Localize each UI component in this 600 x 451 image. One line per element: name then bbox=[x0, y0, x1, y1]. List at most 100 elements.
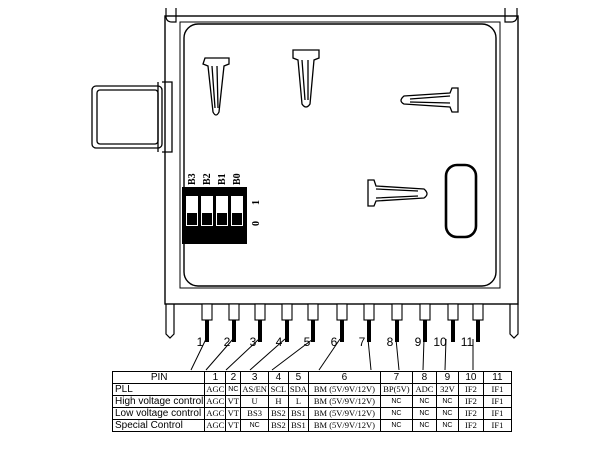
table-cell: BP(5V) bbox=[379, 383, 413, 396]
pin-leader-line bbox=[249, 338, 286, 371]
dip-switch bbox=[182, 187, 247, 244]
pin-3 bbox=[254, 303, 266, 342]
pin-leader-line bbox=[422, 338, 425, 371]
pin-row bbox=[201, 303, 484, 342]
pin-6 bbox=[336, 303, 348, 342]
table-cell: IF1 bbox=[482, 407, 512, 420]
row-label: PLL bbox=[111, 383, 206, 396]
pin-leader-line bbox=[205, 338, 234, 371]
tuner-housing bbox=[164, 15, 519, 305]
table-cell: 32V bbox=[435, 383, 459, 396]
table-cell: 5 bbox=[287, 371, 309, 384]
table-cell: AGC bbox=[204, 383, 227, 396]
table-cell: NC bbox=[435, 395, 459, 408]
dip-label-b2: B2 bbox=[202, 173, 213, 185]
pin-2 bbox=[228, 303, 240, 342]
table-cell: NC bbox=[435, 419, 459, 432]
dip-label-b1: B1 bbox=[217, 173, 228, 185]
table-cell: 4 bbox=[267, 371, 289, 384]
table-cell: NC bbox=[411, 407, 437, 420]
pin-4 bbox=[281, 303, 293, 342]
table-cell: H bbox=[267, 395, 289, 408]
oval-slot bbox=[444, 163, 478, 239]
pin-1 bbox=[201, 303, 213, 342]
table-cell: NC bbox=[411, 395, 437, 408]
table-cell: 11 bbox=[482, 371, 512, 384]
pin-leader-line bbox=[395, 338, 400, 371]
row-label: High voltage control bbox=[111, 395, 206, 408]
table-cell: 3 bbox=[240, 371, 269, 384]
table-cell: ADC bbox=[411, 383, 437, 396]
table-cell: AS/EN bbox=[240, 383, 269, 396]
pin-number-label: 11 bbox=[461, 335, 474, 349]
pin-number-label: 3 bbox=[250, 335, 257, 349]
table-cell: BS2 bbox=[267, 407, 289, 420]
top-mounting-tabs bbox=[165, 8, 518, 23]
pin-number-label: 5 bbox=[304, 335, 311, 349]
dip-side-one: 1 bbox=[251, 200, 262, 205]
coil-horizontal-1 bbox=[400, 87, 459, 113]
pin-5 bbox=[307, 303, 319, 342]
table-cell: BS3 bbox=[240, 407, 269, 420]
pin-7 bbox=[363, 303, 375, 342]
table-cell: NC bbox=[379, 419, 413, 432]
table-cell: AGC bbox=[204, 395, 227, 408]
dip-switch-labels: B3 B2 B1 B0 1 0 bbox=[187, 173, 262, 226]
table-cell: 9 bbox=[435, 371, 459, 384]
table-cell: AGC bbox=[204, 419, 227, 432]
table-cell: VT bbox=[225, 407, 242, 420]
table-cell: U bbox=[240, 395, 269, 408]
pin-leader-line bbox=[444, 338, 447, 371]
pin-leader-line bbox=[225, 338, 260, 371]
pin-11 bbox=[472, 303, 484, 342]
table-cell: IF2 bbox=[457, 419, 484, 432]
table-cell: NC bbox=[411, 419, 437, 432]
table-cell: VT bbox=[225, 395, 242, 408]
table-cell: 1 bbox=[204, 371, 227, 384]
row-label: Special Control bbox=[111, 419, 206, 432]
table-cell: NC bbox=[379, 407, 413, 420]
pin-number-label: 10 bbox=[433, 335, 447, 349]
bottom-mounting-legs bbox=[165, 304, 519, 339]
pin-leader-line bbox=[367, 338, 372, 371]
pin-number-label: 7 bbox=[359, 335, 366, 349]
table-cell: IF2 bbox=[457, 395, 484, 408]
pin-number-label: 4 bbox=[276, 335, 283, 349]
table-cell: BM (5V/9V/12V) bbox=[307, 407, 381, 420]
pin-leader-line bbox=[318, 338, 341, 371]
table-cell: NC bbox=[435, 407, 459, 420]
table-cell: BM (5V/9V/12V) bbox=[307, 383, 381, 396]
table-cell: 7 bbox=[379, 371, 413, 384]
pin-number-label: 2 bbox=[224, 335, 231, 349]
coil-vertical-1 bbox=[202, 57, 230, 116]
table-cell: 10 bbox=[457, 371, 484, 384]
row-label: PIN bbox=[111, 371, 206, 384]
pin-9 bbox=[419, 303, 431, 342]
table-cell: BM (5V/9V/12V) bbox=[307, 419, 381, 432]
coil-horizontal-2 bbox=[367, 179, 428, 207]
dip-side-zero: 0 bbox=[251, 221, 262, 226]
table-cell: BS1 bbox=[287, 419, 309, 432]
table-cell: BS2 bbox=[267, 419, 289, 432]
pin-number-label: 9 bbox=[415, 335, 422, 349]
pin-8 bbox=[391, 303, 403, 342]
table-cell: VT bbox=[225, 419, 242, 432]
table-cell: 2 bbox=[225, 371, 242, 384]
pin-number-label: 1 bbox=[197, 335, 204, 349]
coil-vertical-2 bbox=[292, 49, 320, 108]
row-label: Low voltage control bbox=[111, 407, 206, 420]
table-cell: NC bbox=[225, 383, 242, 396]
dip-label-b0: B0 bbox=[232, 173, 243, 185]
table-cell: NC bbox=[379, 395, 413, 408]
pin-number-label: 8 bbox=[387, 335, 394, 349]
table-cell: IF2 bbox=[457, 407, 484, 420]
rf-connector bbox=[91, 81, 173, 153]
dip-label-b3: B3 bbox=[187, 173, 198, 185]
